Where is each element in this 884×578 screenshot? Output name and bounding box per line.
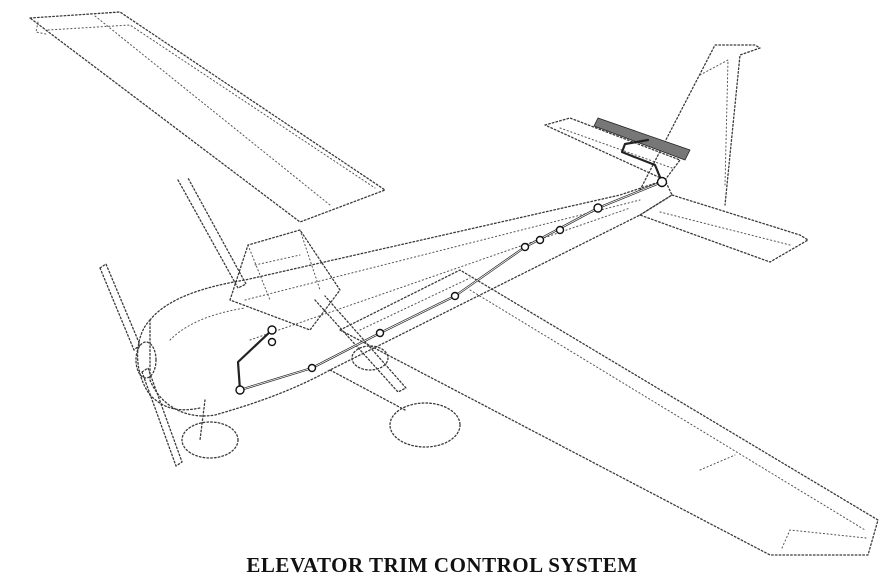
right-horizontal-stabilizer [639,194,809,263]
trim-cable [236,138,664,392]
cable-pulleys [235,176,668,395]
pulley [535,235,545,245]
landing-gear [181,345,461,459]
pulley [656,176,668,188]
pulley [555,225,565,235]
nose-and-propeller [99,263,201,467]
pulley [520,242,530,252]
pulley [235,385,245,395]
cabin [229,229,341,331]
left-horizontal-stabilizer [544,117,681,181]
trim-tab [593,117,691,161]
right-wing [339,269,879,556]
left-wing [29,11,386,223]
vertical-fin [639,44,761,206]
fuselage [149,179,673,417]
pulley [450,291,460,301]
pulley [375,328,385,338]
pulley [267,325,277,335]
pulley [593,203,603,213]
pulley [307,363,317,373]
figure-caption: ELEVATOR TRIM CONTROL SYSTEM [246,553,638,577]
pulley [267,337,277,347]
wing-struts [177,177,407,393]
